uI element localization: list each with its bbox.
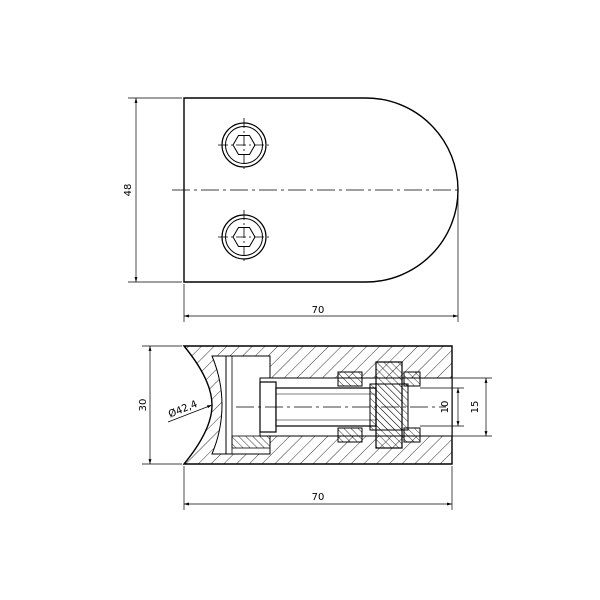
- seat-cavity: [211, 355, 227, 455]
- bore-outer-label: 15: [470, 401, 481, 414]
- dimension-diameter: Ø42,4: [167, 398, 213, 423]
- diameter-label: Ø42,4: [167, 398, 199, 420]
- dimension-height: 30: [138, 345, 182, 465]
- dimension-length-section: 70: [183, 466, 453, 510]
- height-label: 30: [138, 399, 149, 412]
- bore-inner-label: 10: [440, 401, 451, 414]
- length-label-section: 70: [312, 492, 325, 503]
- hex-socket-icon: [218, 210, 272, 264]
- hex-socket-icon: [218, 118, 272, 172]
- top-view: 48 70: [123, 97, 462, 322]
- dimension-bore-outer: 15: [420, 377, 492, 437]
- dimension-bore-inner: 10: [420, 387, 464, 427]
- width-label: 48: [123, 184, 134, 197]
- washer-left-bottom: [337, 427, 363, 443]
- dimension-length-top: 70: [183, 192, 459, 322]
- section-view: 30 Ø42,4 10 15 70: [138, 345, 492, 510]
- washer-right-bottom: [403, 427, 421, 443]
- dimension-width: 48: [123, 97, 182, 283]
- length-label-top: 70: [312, 305, 325, 316]
- washer-right: [403, 371, 421, 387]
- washer-left: [337, 371, 363, 387]
